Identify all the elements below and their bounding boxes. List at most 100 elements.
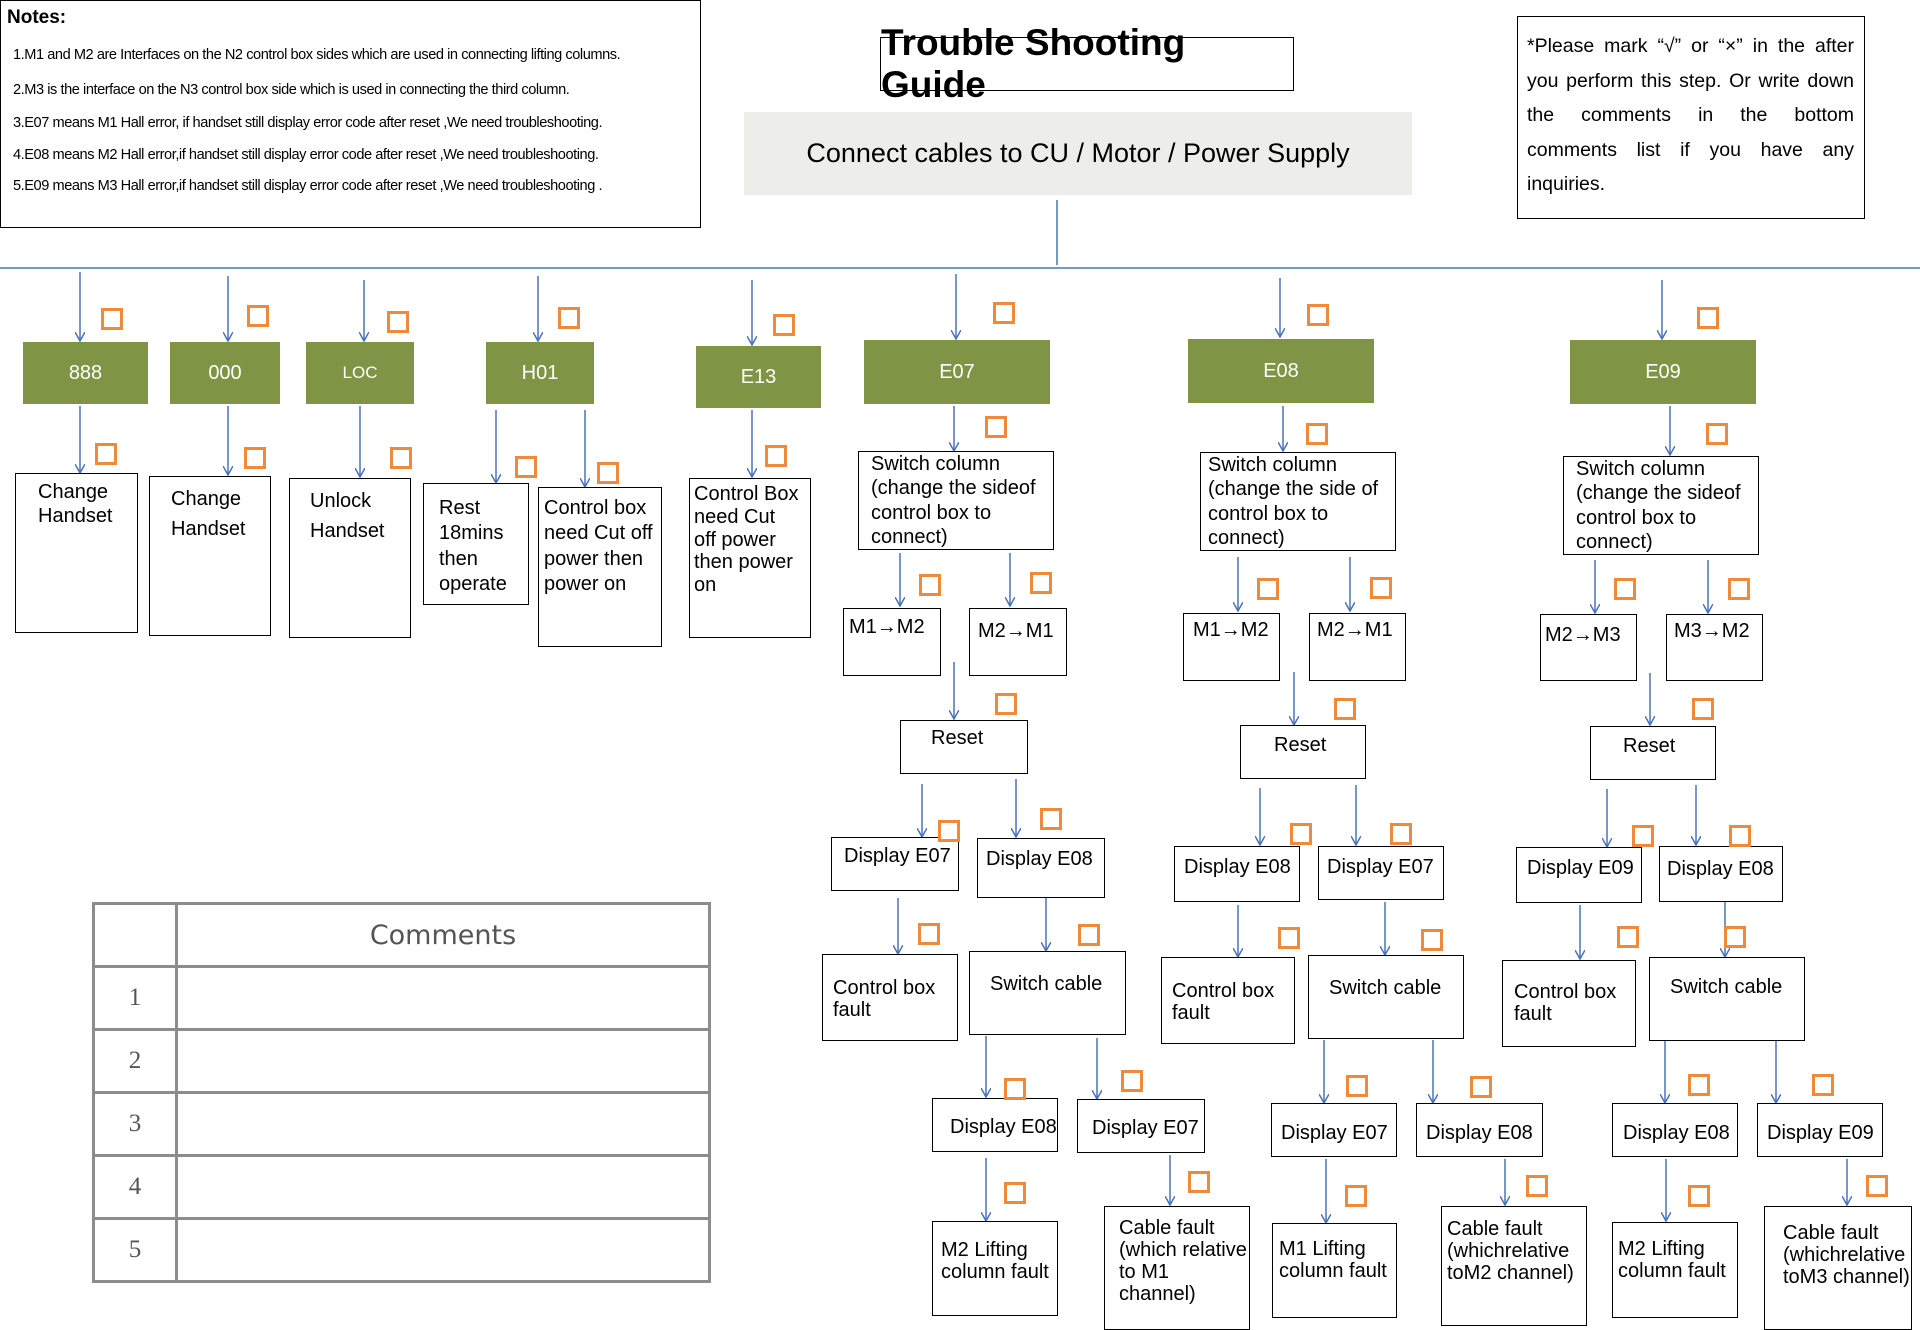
comment-cell[interactable] xyxy=(175,1028,711,1094)
code-box-e09: E09 xyxy=(1570,340,1756,404)
note-line-4: 4.E08 means M2 Hall error,if handset sti… xyxy=(13,147,599,163)
step-checkbox[interactable] xyxy=(1632,825,1654,847)
e09-option-m3-m2: M3→M2 xyxy=(1666,614,1763,681)
step-checkbox[interactable] xyxy=(597,462,619,484)
step-checkbox[interactable] xyxy=(1306,423,1328,445)
e09-display-e08-after-cable: Display E08 xyxy=(1612,1103,1738,1157)
e09-display-e09-after-cable: Display E09 xyxy=(1757,1103,1883,1157)
e08-reset: Reset xyxy=(1240,725,1366,779)
e09-switch-column: Switch column (change the sideof control… xyxy=(1563,456,1759,555)
step-checkbox[interactable] xyxy=(773,314,795,336)
step-checkbox[interactable] xyxy=(1030,572,1052,594)
e09-option-m2-m3: M2→M3 xyxy=(1540,614,1637,681)
action-unlock-handset: Unlock Handset xyxy=(289,478,411,638)
action-change-handset-888: Change Handset xyxy=(15,473,138,633)
step-checkbox[interactable] xyxy=(1526,1175,1548,1197)
comment-row-number: 3 xyxy=(92,1091,178,1157)
e09-switch-cable: Switch cable xyxy=(1649,957,1805,1041)
e07-option-m1-m2: M1→M2 xyxy=(843,608,941,676)
comment-row-number: 4 xyxy=(92,1154,178,1220)
step-checkbox[interactable] xyxy=(1346,1075,1368,1097)
step-checkbox[interactable] xyxy=(1688,1074,1710,1096)
step-checkbox[interactable] xyxy=(1421,929,1443,951)
step-checkbox[interactable] xyxy=(1004,1182,1026,1204)
e09-control-box-fault: Control box fault xyxy=(1502,960,1636,1047)
step-checkbox[interactable] xyxy=(1290,823,1312,845)
comments-row: 5 xyxy=(92,1217,711,1283)
comments-header: Comments xyxy=(175,902,711,968)
e07-option-m2-m1: M2→M1 xyxy=(969,608,1067,676)
comments-table: Comments 1 2 3 4 5 xyxy=(92,902,711,1283)
e08-cable-fault: Cable fault (whichrelative toM2 channel) xyxy=(1441,1206,1587,1326)
step-checkbox[interactable] xyxy=(938,820,960,842)
step-checkbox[interactable] xyxy=(1724,926,1746,948)
step-checkbox[interactable] xyxy=(1688,1185,1710,1207)
step-checkbox[interactable] xyxy=(1334,698,1356,720)
e08-display-e08: Display E08 xyxy=(1174,846,1300,902)
notes-heading: Notes: xyxy=(7,7,67,28)
comments-row: 2 xyxy=(92,1028,711,1094)
step-checkbox[interactable] xyxy=(247,305,269,327)
e08-display-e08-after-cable: Display E08 xyxy=(1416,1103,1543,1157)
note-line-1: 1.M1 and M2 are Interfaces on the N2 con… xyxy=(13,47,621,63)
step-checkbox[interactable] xyxy=(1257,578,1279,600)
code-box-e13: E13 xyxy=(696,346,821,408)
step-checkbox[interactable] xyxy=(558,307,580,329)
comment-cell[interactable] xyxy=(175,1217,711,1283)
step-checkbox[interactable] xyxy=(985,416,1007,438)
step-checkbox[interactable] xyxy=(101,308,123,330)
step-checkbox[interactable] xyxy=(1307,304,1329,326)
step-checkbox[interactable] xyxy=(95,443,117,465)
step-checkbox[interactable] xyxy=(1078,924,1100,946)
comment-cell[interactable] xyxy=(175,1091,711,1157)
step-checkbox[interactable] xyxy=(919,574,941,596)
step-checkbox[interactable] xyxy=(1390,823,1412,845)
step-checkbox[interactable] xyxy=(515,456,537,478)
step-checkbox[interactable] xyxy=(1729,825,1751,847)
step-checkbox[interactable] xyxy=(918,923,940,945)
step-checkbox[interactable] xyxy=(390,447,412,469)
step-checkbox[interactable] xyxy=(1728,578,1750,600)
step-checkbox[interactable] xyxy=(1470,1076,1492,1098)
e08-option-m2-m1: M2→M1 xyxy=(1309,613,1406,681)
start-banner: Connect cables to CU / Motor / Power Sup… xyxy=(744,112,1412,195)
e07-display-e08: Display E08 xyxy=(977,838,1105,898)
step-checkbox[interactable] xyxy=(1697,307,1719,329)
e08-display-e07-after-cable: Display E07 xyxy=(1271,1103,1397,1157)
step-checkbox[interactable] xyxy=(993,302,1015,324)
step-checkbox[interactable] xyxy=(1278,927,1300,949)
e07-switch-cable: Switch cable xyxy=(969,951,1126,1035)
comment-cell[interactable] xyxy=(175,1154,711,1220)
step-checkbox[interactable] xyxy=(1004,1078,1026,1100)
e07-control-box-fault: Control box fault xyxy=(822,954,958,1041)
step-checkbox[interactable] xyxy=(1121,1070,1143,1092)
step-checkbox[interactable] xyxy=(1866,1175,1888,1197)
step-checkbox[interactable] xyxy=(1812,1074,1834,1096)
step-checkbox[interactable] xyxy=(1692,698,1714,720)
code-box-e07: E07 xyxy=(864,340,1050,404)
comment-row-number: 1 xyxy=(92,965,178,1031)
action-cut-power-e13: Control Box need Cut off power then powe… xyxy=(689,478,811,638)
step-checkbox[interactable] xyxy=(1617,926,1639,948)
e09-m2-column-fault: M2 Lifting column fault xyxy=(1612,1222,1738,1318)
comment-cell[interactable] xyxy=(175,965,711,1031)
note-line-3: 3.E07 means M1 Hall error, if handset st… xyxy=(13,115,603,131)
step-checkbox[interactable] xyxy=(244,447,266,469)
step-checkbox[interactable] xyxy=(1040,808,1062,830)
action-change-handset-000: Change Handset xyxy=(149,476,271,636)
e07-cable-fault: Cable fault (which relative to M1 channe… xyxy=(1104,1206,1250,1330)
step-checkbox[interactable] xyxy=(1345,1185,1367,1207)
e07-m2-column-fault: M2 Lifting column fault xyxy=(932,1221,1058,1316)
step-checkbox[interactable] xyxy=(765,445,787,467)
step-checkbox[interactable] xyxy=(995,693,1017,715)
step-checkbox[interactable] xyxy=(1706,423,1728,445)
e09-display-e08: Display E08 xyxy=(1659,846,1783,902)
step-checkbox[interactable] xyxy=(1370,577,1392,599)
step-checkbox[interactable] xyxy=(387,311,409,333)
note-line-5: 5.E09 means M3 Hall error,if handset sti… xyxy=(13,178,603,194)
e08-control-box-fault: Control box fault xyxy=(1161,957,1295,1044)
e09-cable-fault: Cable fault (whichrelative toM3 channel) xyxy=(1764,1206,1912,1330)
step-checkbox[interactable] xyxy=(1614,578,1636,600)
step-checkbox[interactable] xyxy=(1188,1171,1210,1193)
e08-switch-column: Switch column (change the side of contro… xyxy=(1200,452,1396,551)
